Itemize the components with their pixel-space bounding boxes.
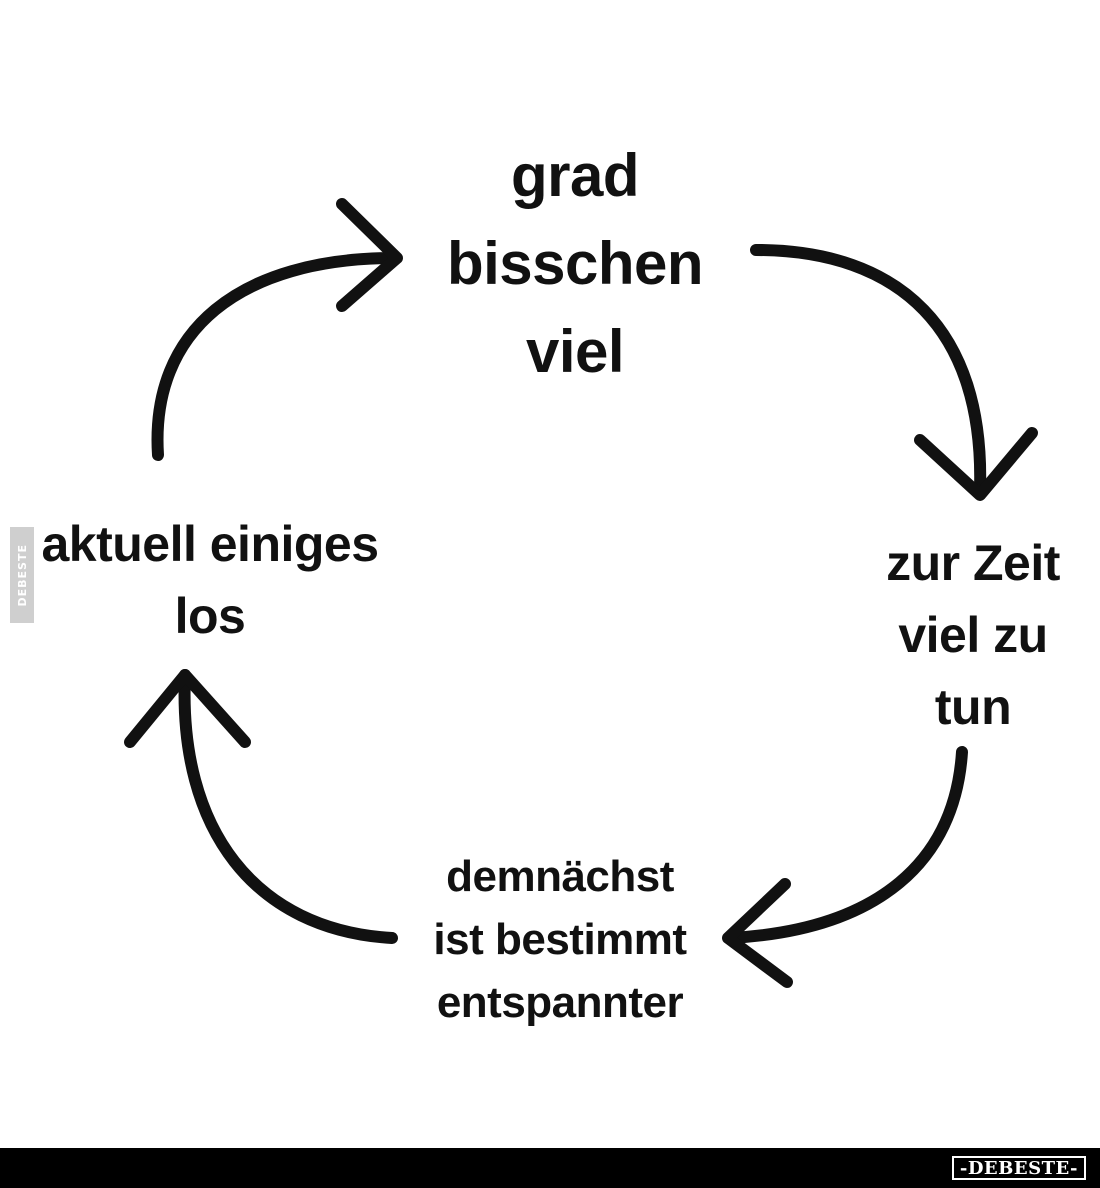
arrow-top-to-right <box>750 244 987 496</box>
arrow-right-to-bottom <box>724 746 968 944</box>
node-left-line-1: aktuell einiges <box>41 516 379 572</box>
cycle-node-left: aktuell einiges los <box>10 508 410 652</box>
arrow-left-to-top <box>151 252 401 461</box>
cycle-node-bottom: demnächst ist bestimmt entspannter <box>395 845 725 1034</box>
node-left-line-2: los <box>174 588 246 644</box>
node-bottom-line-1: demnächst <box>446 852 674 901</box>
arrowhead-top-to-right <box>914 427 1038 501</box>
diagram-canvas: grad bisschen viel zur Zeit viel zu tun … <box>10 132 1098 1034</box>
node-right-line-1: zur Zeit <box>886 535 1060 591</box>
arrowhead-right-to-bottom <box>722 878 793 988</box>
side-watermark-text: DEBESTE <box>15 543 29 607</box>
cycle-node-right: zur Zeit viel zu tun <box>848 527 1098 743</box>
footer-bar: -DEBESTE- <box>0 1148 1100 1188</box>
node-top-line-2: bisschen <box>446 230 704 297</box>
footer-logo: -DEBESTE- <box>951 1156 1086 1180</box>
cycle-node-top: grad bisschen viel <box>400 132 750 396</box>
node-bottom-line-3: entspannter <box>436 978 684 1027</box>
node-right-line-2: viel zu <box>898 607 1048 663</box>
arrowhead-bottom-to-left <box>124 669 251 748</box>
node-right-line-3: tun <box>934 679 1012 735</box>
node-bottom-line-2: ist bestimmt <box>433 915 687 964</box>
side-watermark: DEBESTE <box>10 527 34 623</box>
node-top-line-3: viel <box>525 318 625 385</box>
arrowhead-left-to-top <box>336 198 403 312</box>
cycle-arrows <box>124 198 1038 988</box>
node-top-line-1: grad <box>510 142 640 209</box>
arrow-bottom-to-left <box>178 669 398 944</box>
